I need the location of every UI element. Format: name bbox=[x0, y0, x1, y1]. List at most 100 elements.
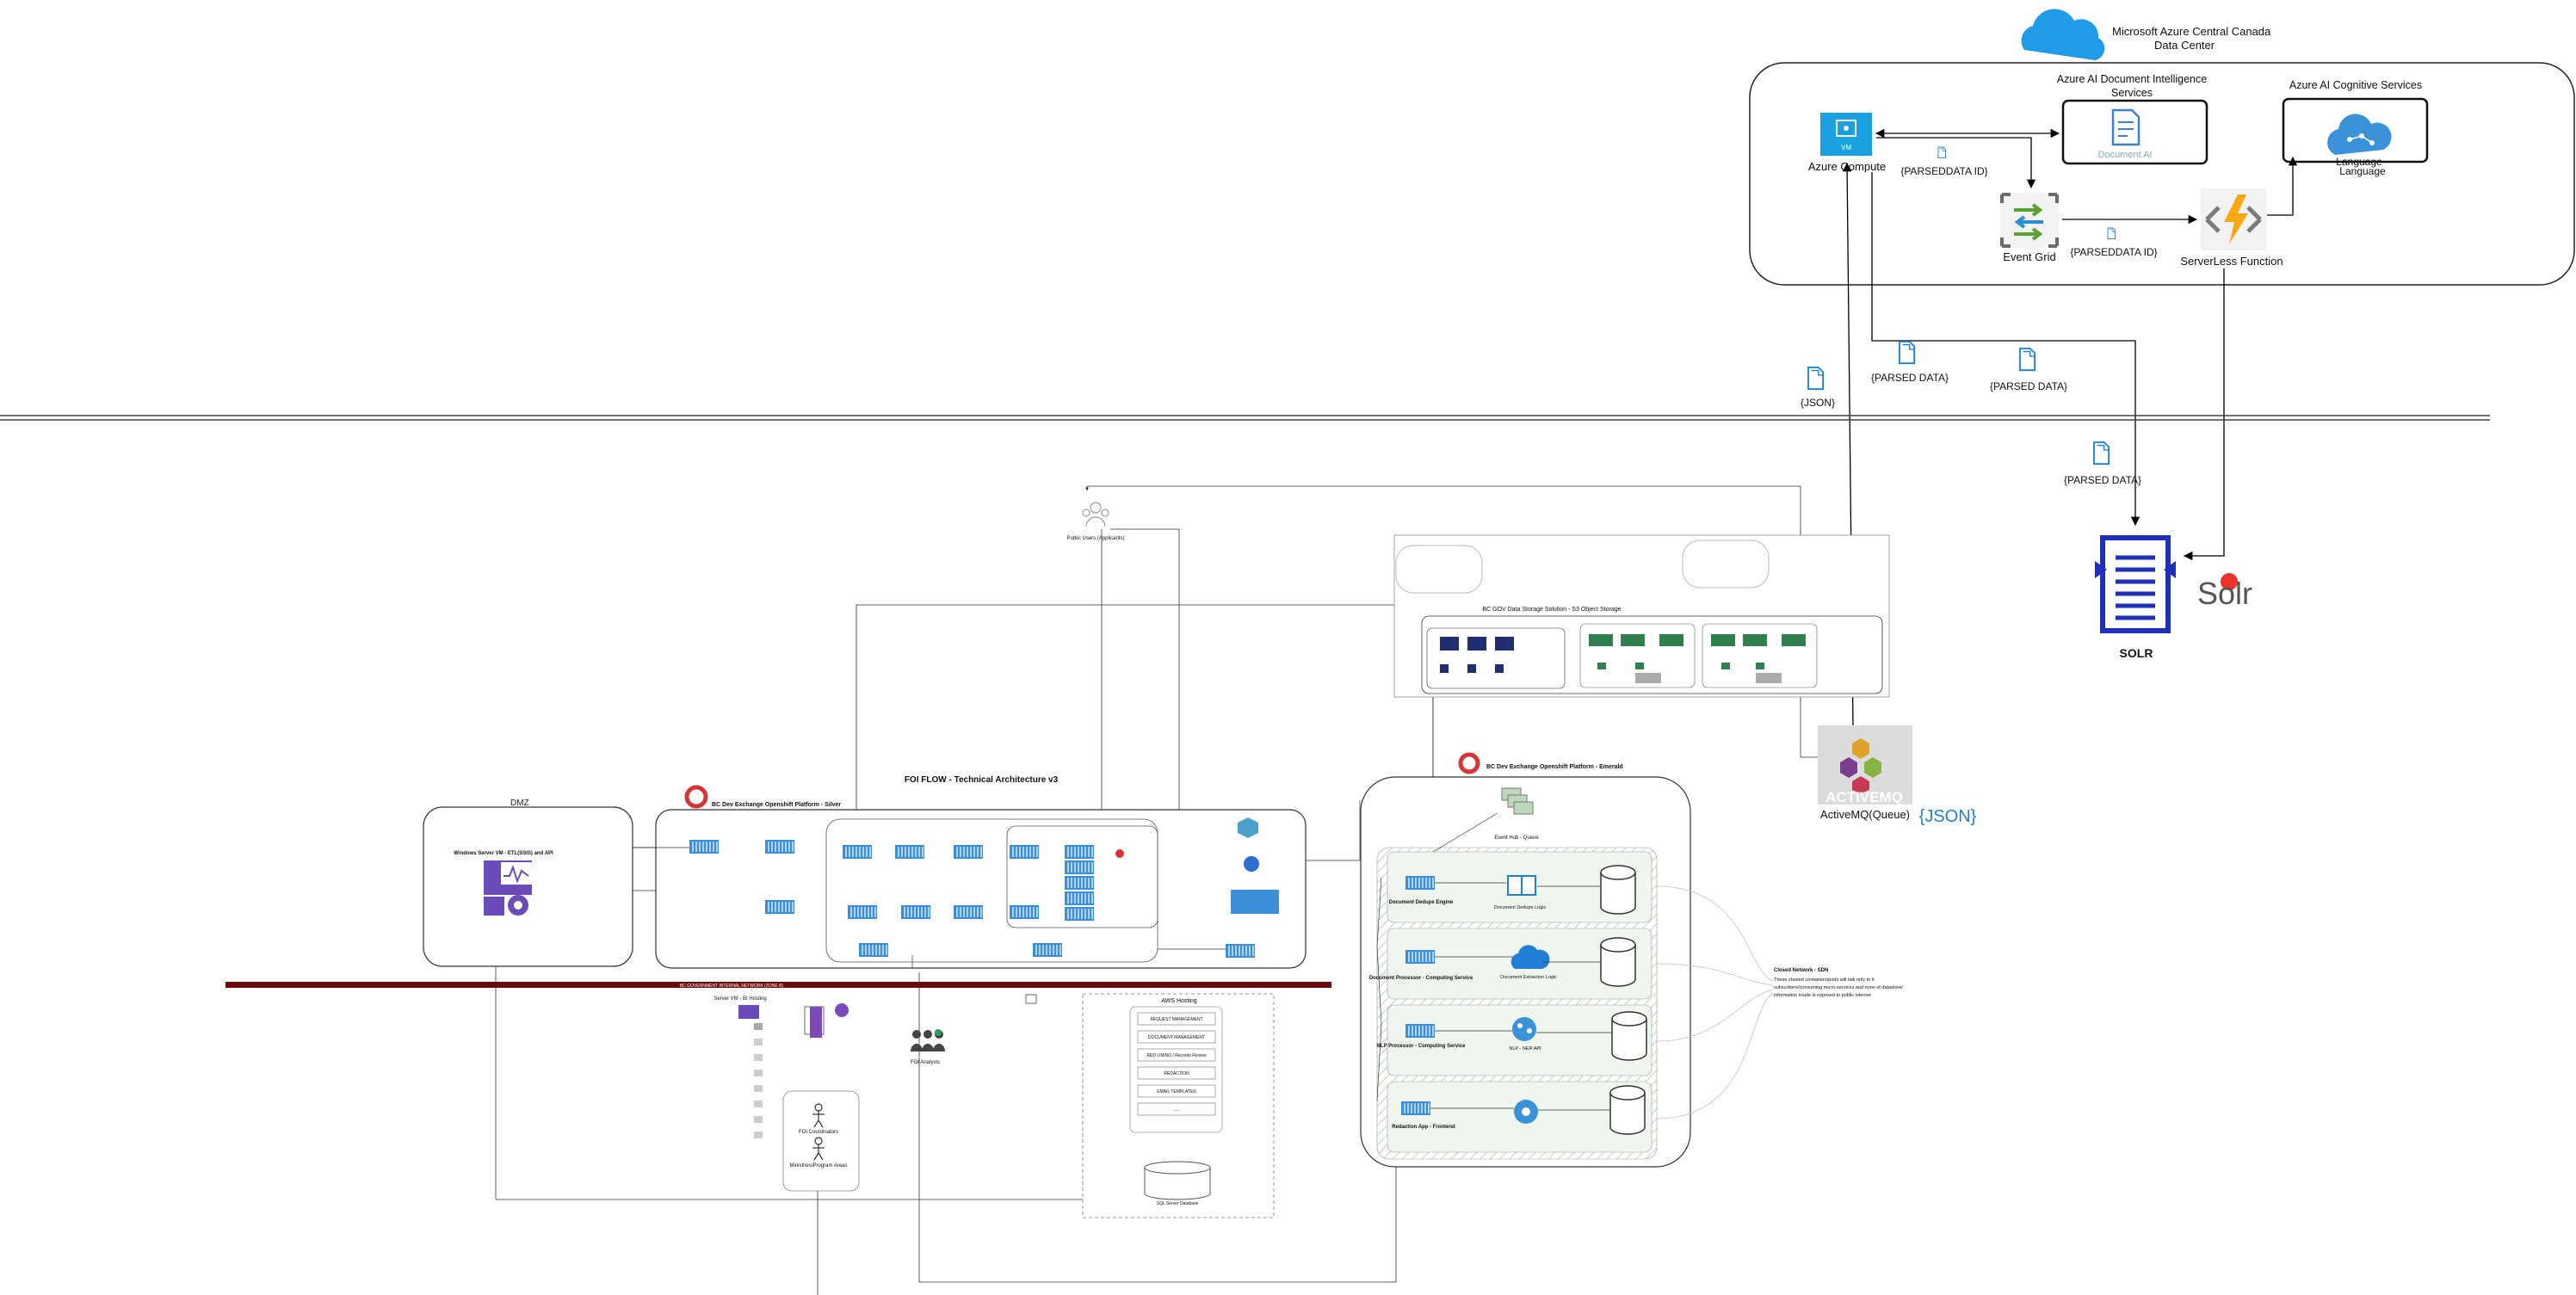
web-mgmt-folder-icon bbox=[738, 1005, 759, 1019]
redaction-logic-icon bbox=[1514, 1100, 1538, 1124]
database-2-icon bbox=[1600, 937, 1636, 987]
activemq-logo-icon[interactable] bbox=[1818, 725, 1912, 805]
gov-network-label: BC GOVERNMENT INTERNAL NETWORK (ZONE B) bbox=[680, 984, 784, 989]
parsed-id-label-2: {PARSEDDATA ID} bbox=[2070, 246, 2157, 258]
event-hub-icon[interactable] bbox=[1501, 787, 1534, 815]
language-cloud-icon bbox=[2327, 114, 2392, 155]
closed-network-title: Closed Network - SDN bbox=[1774, 968, 1828, 973]
redaction-app-icon[interactable] bbox=[1400, 1101, 1431, 1116]
public-users-icon[interactable] bbox=[1082, 502, 1109, 527]
json-flow-label: {JSON} bbox=[1801, 397, 1835, 409]
json-badge: {JSON} bbox=[1919, 807, 1977, 826]
azure-title-line2: Data Center bbox=[2154, 39, 2215, 52]
nlp-api-icon bbox=[1512, 1017, 1536, 1041]
language-label-1: Language bbox=[2336, 156, 2382, 168]
mail-icon bbox=[1025, 994, 1037, 1004]
serverless-function-icon[interactable] bbox=[2201, 188, 2266, 250]
dedupe-engine-icon[interactable] bbox=[1405, 875, 1436, 891]
activemq-logo-text: ACTIVEMQ bbox=[1825, 789, 1903, 805]
aws-item-3: RED LINING / Records Review bbox=[1146, 1053, 1207, 1058]
redaction-app-label: Redaction App - Frontend bbox=[1392, 1125, 1455, 1130]
azure-title-line1: Microsoft Azure Central Canada bbox=[2112, 25, 2271, 38]
foi-users-box bbox=[782, 1090, 860, 1192]
openshift-silver-icon bbox=[684, 785, 708, 809]
database-3-icon bbox=[1611, 1011, 1647, 1061]
s3-title: BC GOV Data Storage Solution - S3 Object… bbox=[1482, 607, 1621, 613]
serverless-label: ServerLess Function bbox=[2180, 255, 2283, 268]
emerald-rows bbox=[1387, 851, 1652, 1153]
language-label-2: Language bbox=[2339, 165, 2386, 177]
dedupe-logic-label: Document Dedupe Logic bbox=[1494, 905, 1547, 910]
analysts-label: FOI Analysts bbox=[911, 1060, 940, 1065]
analysts-icon bbox=[911, 1029, 945, 1051]
dmz-server-label: Windows Server VM - ETL(SSIS) and API bbox=[454, 851, 553, 856]
doc-intel-title-line2: Services bbox=[2111, 87, 2153, 99]
file-list bbox=[754, 1023, 763, 1138]
parsed-id-label-1: {PARSEDDATA ID} bbox=[1900, 165, 1987, 177]
ministry-users-label: Ministries/Program Areas bbox=[789, 1163, 847, 1169]
json-doc-icon bbox=[1807, 367, 1825, 391]
azure-boundary bbox=[1749, 62, 2575, 286]
diagram-title: FOI FLOW - Technical Architecture v3 bbox=[905, 775, 1059, 785]
closed-network-area bbox=[1376, 847, 1658, 1160]
doc-processor-label: Document Processor - Computing Service bbox=[1369, 976, 1473, 981]
silver-platform-boundary bbox=[655, 809, 1307, 969]
coordinator-actor-icon bbox=[812, 1103, 825, 1161]
event-grid-icon[interactable] bbox=[2000, 193, 2059, 248]
dmz-title: DMZ bbox=[510, 799, 529, 808]
aws-item-6: ...... bbox=[1173, 1107, 1180, 1113]
parsed-id-doc-icon-2 bbox=[2107, 227, 2116, 240]
s3-legend-left bbox=[1395, 545, 1483, 594]
aws-hosting-boundary bbox=[1082, 993, 1275, 1218]
parsed-data-label-1: {PARSED DATA} bbox=[1871, 372, 1949, 384]
database-1-icon bbox=[1600, 865, 1636, 915]
solr-logo-icon[interactable] bbox=[2095, 535, 2238, 633]
aws-item-4: REDACTION bbox=[1164, 1071, 1189, 1076]
extraction-logic-label: Document Extraction Logic bbox=[1500, 975, 1557, 980]
silver-platform-title: BC Dev Exchange Openshift Platform - Sil… bbox=[712, 802, 841, 808]
doc-ai-label: Document AI bbox=[2098, 150, 2153, 160]
parsed-data-doc-icon-3 bbox=[2093, 441, 2110, 466]
vm-badge: VM bbox=[1841, 144, 1851, 151]
dedupe-engine-label: Document Dedupe Engine bbox=[1389, 900, 1454, 905]
dedupe-logic-icon bbox=[1507, 875, 1536, 896]
event-grid-label: Event Grid bbox=[2003, 250, 2055, 263]
solr-label: SOLR bbox=[2120, 646, 2153, 660]
parsed-data-label-2: {PARSED DATA} bbox=[1990, 380, 2067, 392]
activemq-label: ActiveMQ(Queue) bbox=[1820, 808, 1910, 821]
parsed-id-doc-icon bbox=[1937, 146, 1947, 159]
aws-item-2: DOCUMENT MANAGEMENT bbox=[1148, 1035, 1205, 1040]
event-hub-label: Event Hub - Queue bbox=[1494, 836, 1539, 841]
doc-processor-icon[interactable] bbox=[1405, 949, 1436, 965]
sql-database-icon bbox=[1144, 1161, 1211, 1200]
parsed-data-doc-icon-2 bbox=[2019, 348, 2036, 372]
aws-modules: REQUEST MANAGEMENT DOCUMENT MANAGEMENT R… bbox=[1137, 1012, 1216, 1116]
emerald-platform-title: BC Dev Exchange Openshift Platform - Eme… bbox=[1486, 764, 1623, 770]
closed-network-text-2: subscribers/consuming micro-services and… bbox=[1774, 985, 1903, 990]
gov-network-bar bbox=[225, 982, 1331, 988]
closed-network-text-3: information inside is exposed to public … bbox=[1774, 993, 1871, 998]
nlp-processor-label: NLP Processor - Computing Service bbox=[1377, 1044, 1467, 1049]
openshift-emerald-icon bbox=[1458, 752, 1480, 774]
azure-compute-icon[interactable]: VM bbox=[1820, 113, 1872, 156]
aws-item-1: REQUEST MANAGEMENT bbox=[1150, 1017, 1202, 1022]
aws-item-5: EMAIL TEMPLATES bbox=[1157, 1089, 1196, 1095]
database-4-icon bbox=[1609, 1085, 1646, 1135]
s3-legend-right bbox=[1682, 540, 1770, 589]
azure-cloud-icon bbox=[2021, 9, 2105, 60]
k8s-icon bbox=[1231, 817, 1279, 914]
onprem-connectors bbox=[495, 485, 1818, 1295]
closed-network-text-1: These shaded containers/pods will talk o… bbox=[1774, 977, 1875, 983]
etl-server-icon[interactable] bbox=[484, 860, 532, 916]
foi-coordinators-label: FOI Coordinators bbox=[799, 1130, 838, 1135]
parsed-data-label-3: {PARSED DATA} bbox=[2064, 474, 2141, 486]
s3-buckets bbox=[1440, 634, 1806, 683]
aws-hosting-title: AWS Hosting bbox=[1161, 998, 1196, 1004]
bi-server-icon bbox=[810, 1007, 822, 1038]
document-ai-icon bbox=[2111, 108, 2140, 146]
doc-ai-box[interactable] bbox=[2061, 99, 2208, 165]
nlp-processor-icon[interactable] bbox=[1405, 1023, 1436, 1039]
parsed-data-doc-icon-1 bbox=[1899, 341, 1916, 365]
cognitive-title: Azure AI Cognitive Services bbox=[2289, 79, 2422, 91]
solr-logo-text: Solr bbox=[2197, 576, 2252, 611]
